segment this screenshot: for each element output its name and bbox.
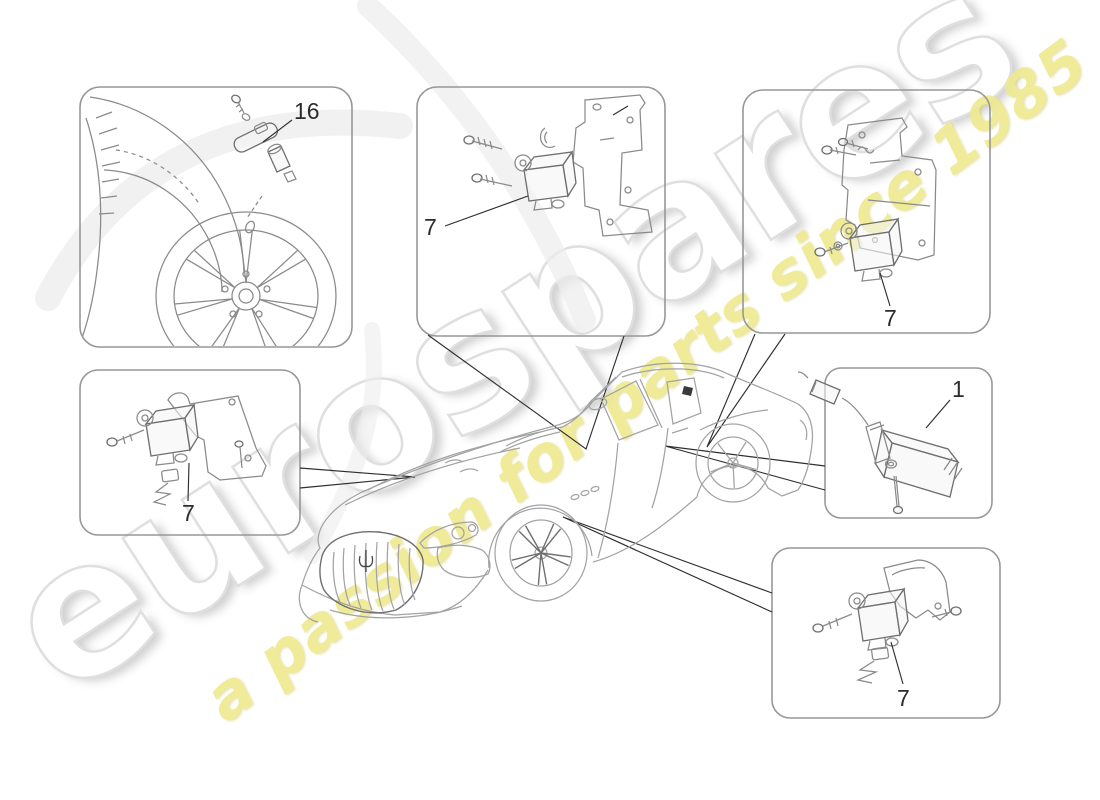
- callout-boxes: [79, 86, 1001, 719]
- alloy-wheel: [155, 211, 337, 346]
- callout-box-antenna: [824, 367, 993, 519]
- part-number-7-top-right[interactable]: 7: [884, 305, 897, 331]
- tpms-sensor: [231, 94, 297, 234]
- front-wheel: [494, 504, 588, 602]
- leader-lines: [299, 333, 826, 613]
- part-number-labels: 16 7 7 7 1 7: [182, 98, 965, 711]
- rear-wheel: [695, 423, 771, 503]
- callout-bottom-right-art: [812, 559, 962, 684]
- callout-box-wheel-sensor: [79, 86, 353, 348]
- part-number-7-top-middle[interactable]: 7: [424, 214, 437, 240]
- callout-box-bottom-right: [771, 547, 1001, 719]
- callout-box-mid-left: [79, 369, 301, 536]
- part-number-7-bottom-right[interactable]: 7: [897, 685, 910, 711]
- callout-mid-left-art: [106, 392, 267, 506]
- ecu-module: [840, 217, 903, 282]
- ecu-module: [848, 587, 909, 651]
- car-illustration: [298, 362, 814, 623]
- ecu-module: [136, 403, 199, 466]
- trident-badge: [358, 550, 374, 572]
- part-number-7-mid-left[interactable]: 7: [182, 500, 195, 526]
- callout-top-right-art: [814, 117, 937, 282]
- callout-wheel-sensor-art: [81, 94, 337, 346]
- part-number-16[interactable]: 16: [294, 98, 320, 124]
- part-number-1[interactable]: 1: [952, 376, 965, 402]
- ecu-module: [514, 150, 577, 211]
- callout-box-top-middle: [416, 86, 666, 337]
- callout-box-top-right: [742, 89, 991, 334]
- callout-top-middle-art: [463, 94, 653, 237]
- callout-antenna-art: [797, 371, 963, 515]
